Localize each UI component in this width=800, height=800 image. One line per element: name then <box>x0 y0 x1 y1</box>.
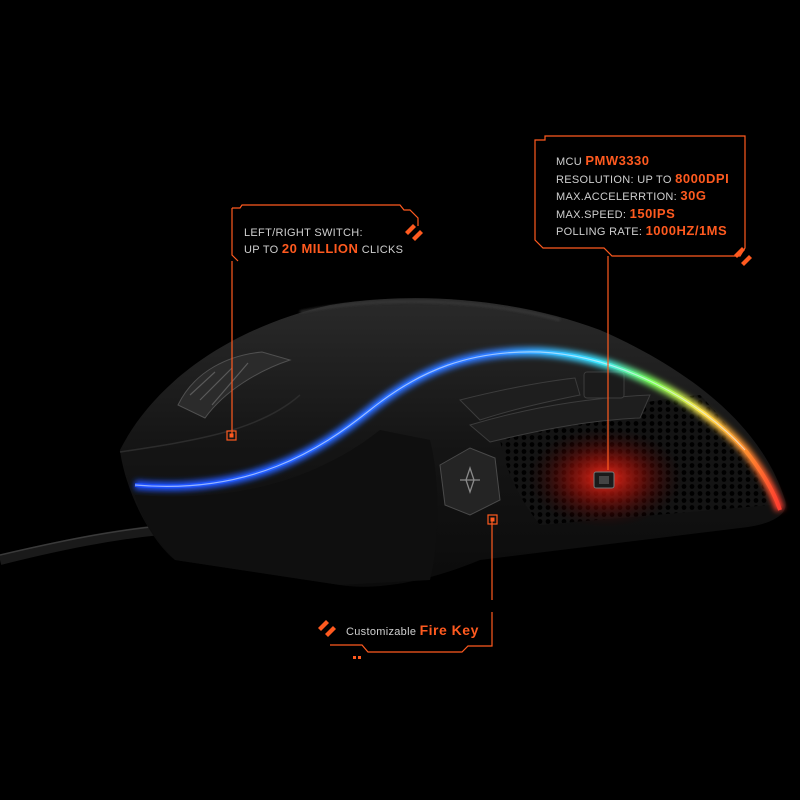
mouse-cable <box>0 525 161 565</box>
sensor-chip-icon <box>593 471 615 489</box>
gaming-mouse <box>119 298 786 587</box>
fire-key-button <box>439 447 501 516</box>
fire-key-callout: Customizable Fire Key <box>346 622 479 639</box>
switch-callout-line1: LEFT/RIGHT SWITCH: <box>244 227 363 239</box>
spec-speed: MAX.SPEED: 150IPS <box>556 205 676 221</box>
fire-key-star-icon <box>460 465 480 495</box>
switch-callout-line2: UP TO 20 MILLION CLICKS <box>244 241 404 256</box>
chevron-double-icon <box>405 224 423 241</box>
switch-callout-frame <box>232 204 419 226</box>
fire-key-highlight: Fire Key <box>419 622 479 638</box>
switch-callout: LEFT/RIGHT SWITCH: UP TO 20 MILLION CLIC… <box>244 226 403 258</box>
specs-callout: MCU PMW3330 RESOLUTION: UP TO 8000DPI MA… <box>556 153 729 241</box>
scroll-wheel <box>177 351 292 419</box>
spec-acceleration: MAX.ACCELERRTION: 30G <box>556 188 707 203</box>
chevron-double-icon <box>734 247 752 266</box>
side-button-back <box>468 394 651 443</box>
click-count-highlight: 20 MILLION <box>281 241 359 256</box>
side-button-forward <box>459 377 581 421</box>
spec-resolution: RESOLUTION: UP TO 8000DPI <box>556 170 730 186</box>
specs-callout-frame <box>534 135 746 257</box>
spec-polling-rate: POLLING RATE: 1000HZ/1MS <box>556 223 728 238</box>
chevron-double-icon <box>318 620 336 637</box>
spec-mcu: MCU PMW3330 <box>556 153 650 168</box>
fire-key-callout-frame <box>330 612 493 653</box>
